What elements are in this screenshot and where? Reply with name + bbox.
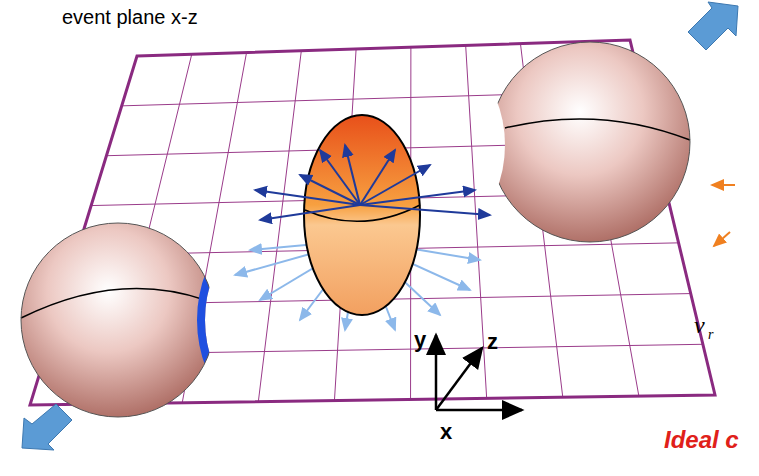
axis-label: y (414, 328, 426, 352)
flow-arrows (712, 185, 735, 246)
velocity-subscript: r (708, 327, 713, 342)
axis-label: z (487, 330, 498, 354)
caption-fragment: Ideal c (664, 427, 739, 453)
axes (436, 335, 522, 410)
velocity-symbol: v (694, 312, 705, 338)
fireball (304, 115, 420, 315)
nucleus (490, 42, 690, 242)
motion-arrow (22, 404, 72, 450)
motion-arrow (688, 2, 738, 50)
plane-label: event plane x-z (62, 6, 198, 28)
flow-arrows (255, 145, 490, 220)
axis-label: x (440, 420, 452, 444)
